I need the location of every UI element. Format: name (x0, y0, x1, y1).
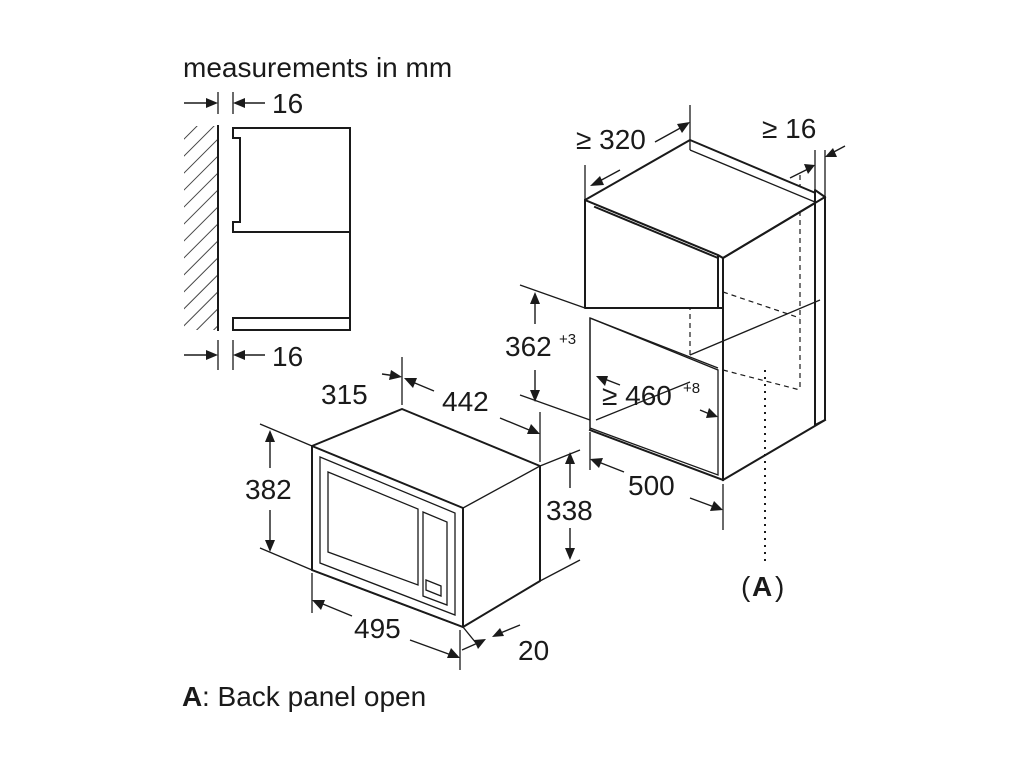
dim-cabinet-min-depth (584, 105, 691, 200)
dim-niche-width (596, 376, 718, 418)
marker-letter: A (752, 571, 772, 602)
front-frame-inner-edge (319, 456, 456, 616)
dim-niche-height (519, 284, 591, 421)
niche-height-tolerance: +3 (559, 331, 576, 348)
door-window (327, 471, 419, 586)
gap-top-label: 16 (272, 88, 303, 119)
marker-paren-close: ) (775, 571, 784, 602)
dim-cabinet-min-gap (789, 145, 846, 197)
dim-appliance-width (404, 378, 541, 462)
dim-gap-top (184, 92, 265, 114)
dim-gap-bottom (184, 340, 265, 370)
appliance-height-inner-label: 338 (546, 495, 593, 526)
legend-description: : Back panel open (202, 681, 426, 712)
legend-marker: A (182, 681, 202, 712)
cabinet-depth-label: 500 (628, 470, 675, 501)
niche-width-label: ≥ 460 (602, 380, 672, 411)
upper-cabinet-section (232, 127, 351, 233)
dim-front-width (311, 573, 461, 670)
side-view: 16 16 (184, 88, 351, 372)
cabinet-min-gap-label: ≥ 16 (762, 113, 816, 144)
dim-cabinet-depth (589, 432, 724, 530)
appliance-depth-label: 315 (321, 379, 368, 410)
frame-depth-label: 20 (518, 635, 549, 666)
lower-cabinet-section (232, 231, 351, 331)
dim-appliance-height-inner (539, 449, 581, 582)
appliance-top-side-edge (462, 465, 541, 509)
dim-appliance-depth (381, 357, 403, 405)
back-panel-marker: ( A ) (741, 571, 784, 602)
appliance-height-outer-label: 382 (245, 474, 292, 505)
dim-frame-depth (461, 624, 521, 651)
cabinet-unit (584, 139, 827, 565)
microwave-appliance (311, 408, 541, 628)
control-panel (422, 511, 448, 606)
cabinet-right-panel (814, 189, 826, 426)
appliance-width-label: 442 (442, 386, 489, 417)
wall-hatching (184, 126, 218, 330)
cabinet-min-depth-label: ≥ 320 (576, 124, 646, 155)
gap-bottom-label: 16 (272, 341, 303, 372)
control-panel-display (425, 579, 442, 597)
dim-appliance-height-outer (259, 423, 313, 571)
front-width-label: 495 (354, 613, 401, 644)
niche-height-label: 362 (505, 331, 552, 362)
niche-width-tolerance: +8 (683, 380, 700, 397)
marker-paren-open: ( (741, 571, 751, 602)
measurements-note: measurements in mm (183, 52, 452, 83)
